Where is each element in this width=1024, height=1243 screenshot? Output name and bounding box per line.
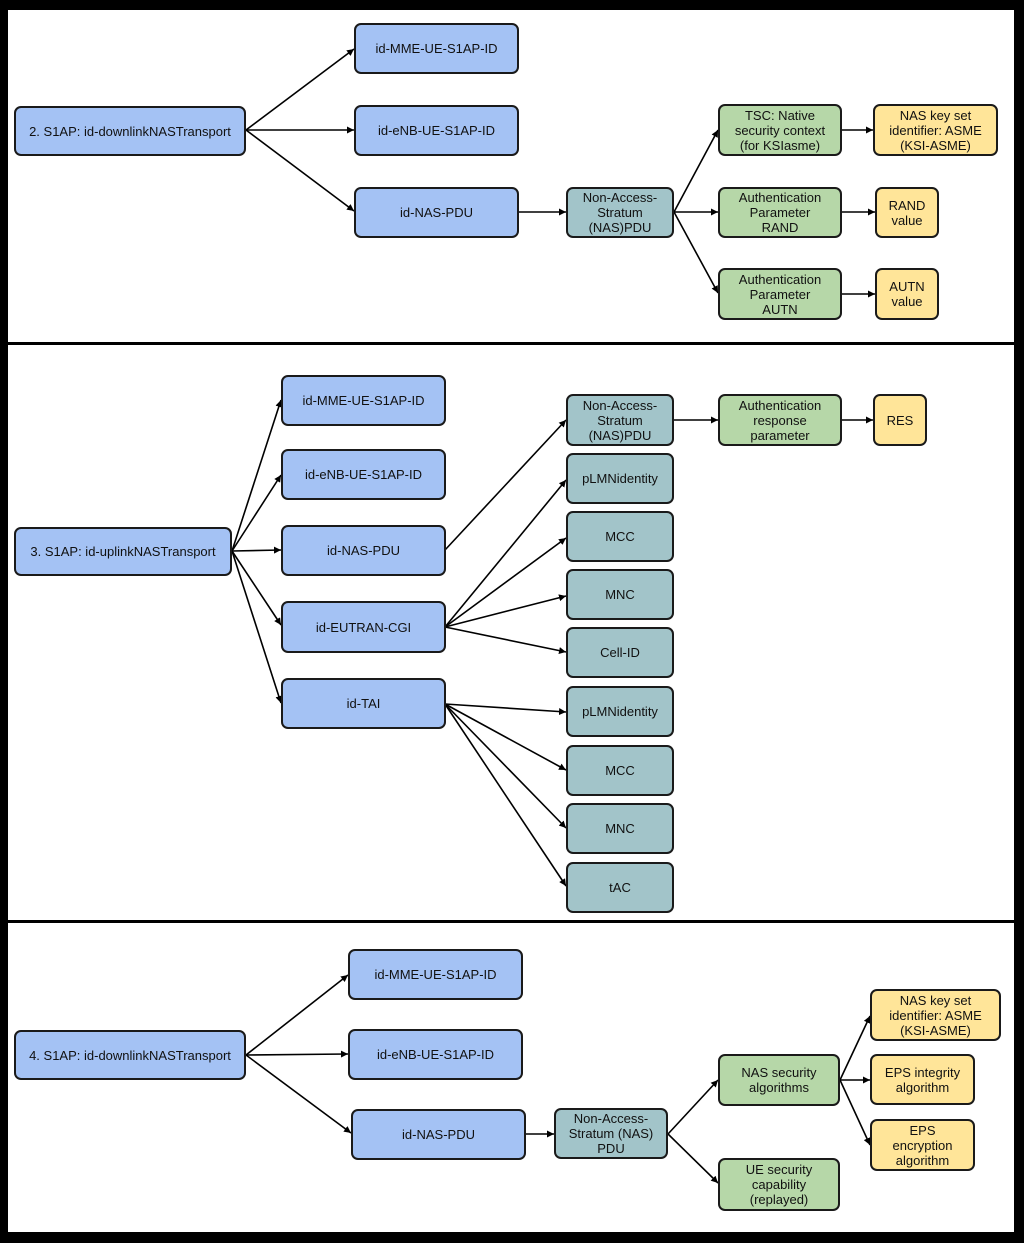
- value-node-rand: RAND value: [875, 187, 939, 238]
- tai-field-mcc: MCC: [566, 745, 674, 796]
- value-node-autn: AUTN value: [875, 268, 939, 320]
- value-node-ksi-asme: NAS key set identifier: ASME (KSI-ASME): [870, 989, 1001, 1041]
- ie-node-mme-ue-s1ap-id: id-MME-UE-S1AP-ID: [354, 23, 519, 74]
- param-node-auth-rand: Authentication Parameter RAND: [718, 187, 842, 238]
- ie-node-enb-ue-s1ap-id: id-eNB-UE-S1AP-ID: [348, 1029, 523, 1080]
- ie-node-nas-pdu: id-NAS-PDU: [354, 187, 519, 238]
- nas-pdu-node: Non-Access- Stratum (NAS) PDU: [554, 1108, 668, 1159]
- value-node-ksi-asme: NAS key set identifier: ASME (KSI-ASME): [873, 104, 998, 156]
- ie-node-nas-pdu: id-NAS-PDU: [351, 1109, 526, 1160]
- auth-response-parameter-node: Authentication response parameter: [718, 394, 842, 446]
- nas-pdu-node: Non-Access- Stratum (NAS)PDU: [566, 187, 674, 238]
- param-node-auth-autn: Authentication Parameter AUTN: [718, 268, 842, 320]
- root-node-downlink-nas-transport: 4. S1AP: id-downlinkNASTransport: [14, 1030, 246, 1080]
- res-node: RES: [873, 394, 927, 446]
- cgi-field-cell-id: Cell-ID: [566, 627, 674, 678]
- value-node-eps-encryption-algorithm: EPS encryption algorithm: [870, 1119, 975, 1171]
- ie-node-nas-pdu: id-NAS-PDU: [281, 525, 446, 576]
- cgi-field-mcc: MCC: [566, 511, 674, 562]
- ue-security-capability-node: UE security capability (replayed): [718, 1158, 840, 1211]
- panel-uplink-nas-transport: [8, 345, 1014, 920]
- ie-node-mme-ue-s1ap-id: id-MME-UE-S1AP-ID: [348, 949, 523, 1000]
- tai-field-mnc: MNC: [566, 803, 674, 854]
- ie-node-eutran-cgi: id-EUTRAN-CGI: [281, 601, 446, 653]
- ie-node-enb-ue-s1ap-id: id-eNB-UE-S1AP-ID: [281, 449, 446, 500]
- param-node-tsc: TSC: Native security context (for KSIasm…: [718, 104, 842, 156]
- nas-security-algorithms-node: NAS security algorithms: [718, 1054, 840, 1106]
- root-node-uplink-nas-transport: 3. S1AP: id-uplinkNASTransport: [14, 527, 232, 576]
- value-node-eps-integrity-algorithm: EPS integrity algorithm: [870, 1054, 975, 1105]
- tai-field-tac: tAC: [566, 862, 674, 913]
- root-node-downlink-nas-transport: 2. S1AP: id-downlinkNASTransport: [14, 106, 246, 156]
- ie-node-tai: id-TAI: [281, 678, 446, 729]
- tai-field-plmnidentity: pLMNidentity: [566, 686, 674, 737]
- ie-node-enb-ue-s1ap-id: id-eNB-UE-S1AP-ID: [354, 105, 519, 156]
- ie-node-mme-ue-s1ap-id: id-MME-UE-S1AP-ID: [281, 375, 446, 426]
- cgi-field-mnc: MNC: [566, 569, 674, 620]
- cgi-field-plmnidentity: pLMNidentity: [566, 453, 674, 504]
- nas-pdu-node: Non-Access- Stratum (NAS)PDU: [566, 394, 674, 446]
